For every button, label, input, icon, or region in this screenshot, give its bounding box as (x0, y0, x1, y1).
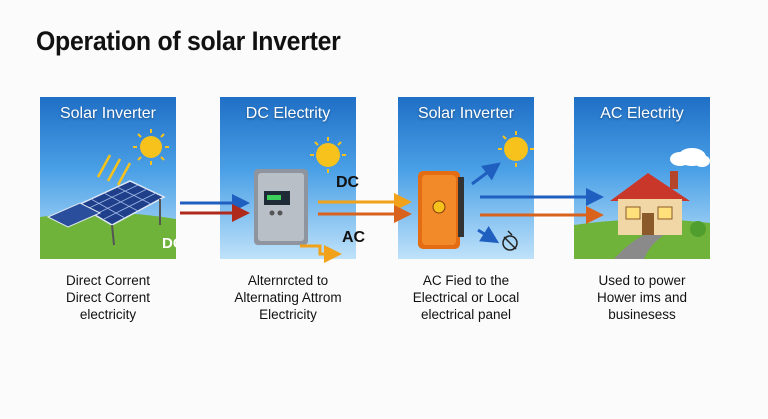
caption-line: Alternrcted to (247, 273, 329, 288)
cloud-icon (670, 148, 710, 167)
arrow-ac-small (300, 244, 342, 263)
caption-line: Used to power (598, 273, 686, 288)
caption-line: Electrical or Local (412, 290, 520, 305)
caption-direct-current: Direct Corrent Direct Corrent electricit… (33, 272, 183, 323)
sun-rays-icon (133, 129, 169, 165)
plug-icon (502, 230, 518, 251)
caption-line: electricity (79, 307, 137, 322)
dc-inverter-illustration (254, 137, 346, 245)
sun-icon (316, 143, 340, 167)
house-icon (610, 171, 690, 235)
diagram-title: Operation of solar Inverter (36, 26, 341, 56)
bush-icon (690, 221, 706, 237)
caption-line: Electricity (259, 307, 317, 322)
panel-label-dc-electrity: DC Electrity (245, 105, 331, 122)
caption-line: AC Fied to the (422, 273, 510, 288)
inverter-illustration (418, 131, 534, 251)
inverter-box-icon (418, 171, 464, 249)
solar-panel-icon (46, 180, 166, 246)
solar-array-illustration (40, 129, 176, 259)
dc-converter-box-icon (254, 169, 308, 245)
caption-line: businesess (608, 307, 676, 322)
dc-label: DC (336, 174, 360, 191)
caption-ac-fed: AC Fied to the Electrical or Local elect… (391, 272, 541, 323)
ac-label: AC (342, 229, 366, 246)
arrow-to-sun (471, 162, 501, 186)
panel-solar-array: Solar Inverter DC (40, 97, 176, 259)
house-illustration (574, 148, 710, 259)
arrow-to-plug (477, 226, 500, 244)
panel-solar-inverter: Solar Inverter (398, 97, 534, 259)
panel-ac-electricity: AC Electrity (574, 97, 710, 259)
dc-tag: DC (162, 235, 176, 252)
sun-icon (504, 137, 528, 161)
panel-label-ac-electrity: AC Electrity (600, 105, 684, 122)
caption-line: electrical panel (420, 307, 512, 322)
caption-alternating: Alternrcted to Alternating Attrom Electr… (213, 272, 363, 323)
caption-line: Alternating Attrom (234, 290, 342, 305)
sunlight-beams (96, 154, 132, 186)
caption-used-to-power: Used to power Hower ims and businesess (567, 272, 717, 323)
pathway (614, 231, 670, 259)
panel-label-solar-inverter-2: Solar Inverter (417, 105, 515, 122)
sun-icon (140, 136, 162, 158)
caption-line: Direct Corrent (65, 290, 151, 305)
panel-dc-electricity: DC Electrity (220, 97, 356, 259)
panel-label-solar-inverter: Solar Inverter (59, 105, 157, 122)
caption-line: Direct Corrent (65, 273, 151, 288)
caption-line: Hower ims and (596, 290, 688, 305)
